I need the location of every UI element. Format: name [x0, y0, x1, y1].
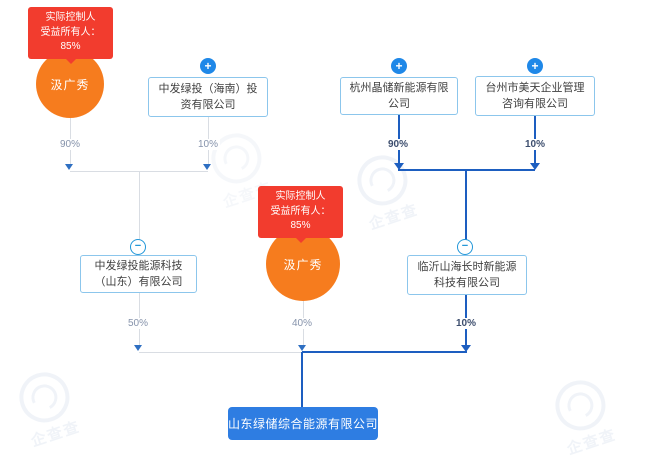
qichacha-watermark: 企查查: [12, 366, 83, 451]
connector-line: [301, 352, 303, 407]
expand-plus-icon[interactable]: +: [527, 58, 543, 74]
arrow-down-icon: [203, 164, 211, 170]
company-box-target-shandong-lvchu[interactable]: 山东绿储综合能源有限公司: [228, 407, 378, 440]
arrow-down-icon: [530, 163, 540, 170]
badge-line1: 实际控制人: [275, 191, 326, 202]
ownership-percent: 90%: [385, 139, 411, 150]
company-name: 杭州晶储新能源有限公司: [349, 81, 449, 111]
expand-plus-icon[interactable]: +: [391, 58, 407, 74]
collapse-minus-icon[interactable]: −: [457, 239, 473, 255]
arrow-down-icon: [461, 345, 471, 352]
badge-line2: 受益所有人：85%: [270, 205, 331, 232]
company-box-linyi-shanhai[interactable]: 临沂山海长时新能源科技有限公司: [407, 255, 527, 295]
company-name: 山东绿储综合能源有限公司: [228, 417, 379, 431]
ownership-percent: 50%: [125, 318, 151, 329]
arrow-down-icon: [393, 163, 404, 170]
connector-line: [465, 170, 467, 240]
connector-line: [302, 351, 467, 353]
ownership-percent: 90%: [57, 139, 83, 150]
watermark-logo-icon: [350, 149, 414, 213]
qichacha-watermark: 企查查: [548, 374, 619, 459]
watermark-logo-icon: [548, 374, 612, 438]
arrow-down-icon: [298, 345, 306, 351]
ownership-percent: 40%: [289, 318, 315, 329]
company-name: 临沂山海长时新能源科技有限公司: [417, 260, 517, 290]
badge-pointer: [65, 58, 76, 64]
badge-line2: 受益所有人：85%: [40, 26, 101, 53]
company-box-hangzhou-jingchu[interactable]: 杭州晶储新能源有限公司: [340, 77, 458, 115]
company-box-zhongfa-shandong[interactable]: 中发绿投能源科技（山东）有限公司: [80, 255, 197, 293]
qichacha-watermark: 企查查: [350, 149, 421, 234]
badge-line1: 实际控制人: [45, 12, 96, 23]
company-name: 中发绿投能源科技（山东）有限公司: [94, 259, 183, 289]
actual-controller-badge[interactable]: 实际控制人 受益所有人：85%: [28, 7, 113, 64]
arrow-down-icon: [65, 164, 73, 170]
expand-plus-icon[interactable]: +: [200, 58, 216, 74]
ownership-percent: 10%: [453, 318, 479, 329]
watermark-text: 企查查: [28, 418, 83, 451]
watermark-text: 企查查: [366, 201, 421, 234]
watermark-logo-icon: [204, 127, 268, 191]
company-box-taizhou-meitian[interactable]: 台州市美天企业管理咨询有限公司: [475, 76, 595, 116]
connector-line: [138, 171, 140, 239]
company-name: 台州市美天企业管理咨询有限公司: [485, 81, 585, 111]
company-box-zhongfa-hainan[interactable]: 中发绿投（海南）投资有限公司: [148, 77, 268, 117]
ownership-percent: 10%: [522, 139, 548, 150]
watermark-text: 企查查: [564, 426, 619, 459]
connector-line: [139, 351, 302, 353]
collapse-minus-icon[interactable]: −: [130, 239, 146, 255]
arrow-down-icon: [134, 345, 142, 351]
watermark-logo-icon: [12, 366, 76, 430]
actual-controller-badge[interactable]: 实际控制人 受益所有人：85%: [258, 186, 343, 243]
company-name: 中发绿投（海南）投资有限公司: [158, 82, 258, 112]
badge-pointer: [295, 237, 306, 243]
ownership-percent: 10%: [195, 139, 221, 150]
